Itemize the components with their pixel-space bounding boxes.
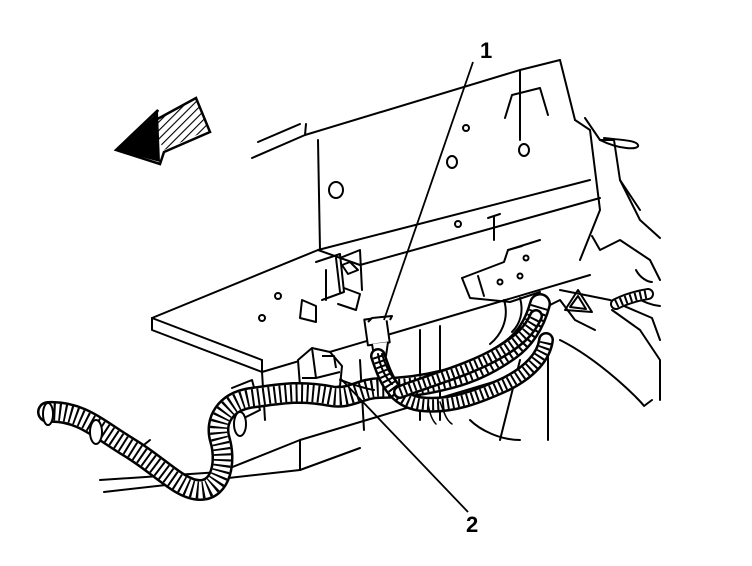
leader-line-2 (339, 377, 469, 513)
callout-2: 2 (466, 512, 478, 537)
callout-1: 1 (480, 38, 492, 63)
callout-leaders (339, 61, 474, 513)
leader-line-1 (383, 61, 474, 321)
connector-2 (297, 347, 343, 393)
wire-harness-conduit (37, 288, 654, 501)
forward-arrow-icon (113, 96, 212, 166)
